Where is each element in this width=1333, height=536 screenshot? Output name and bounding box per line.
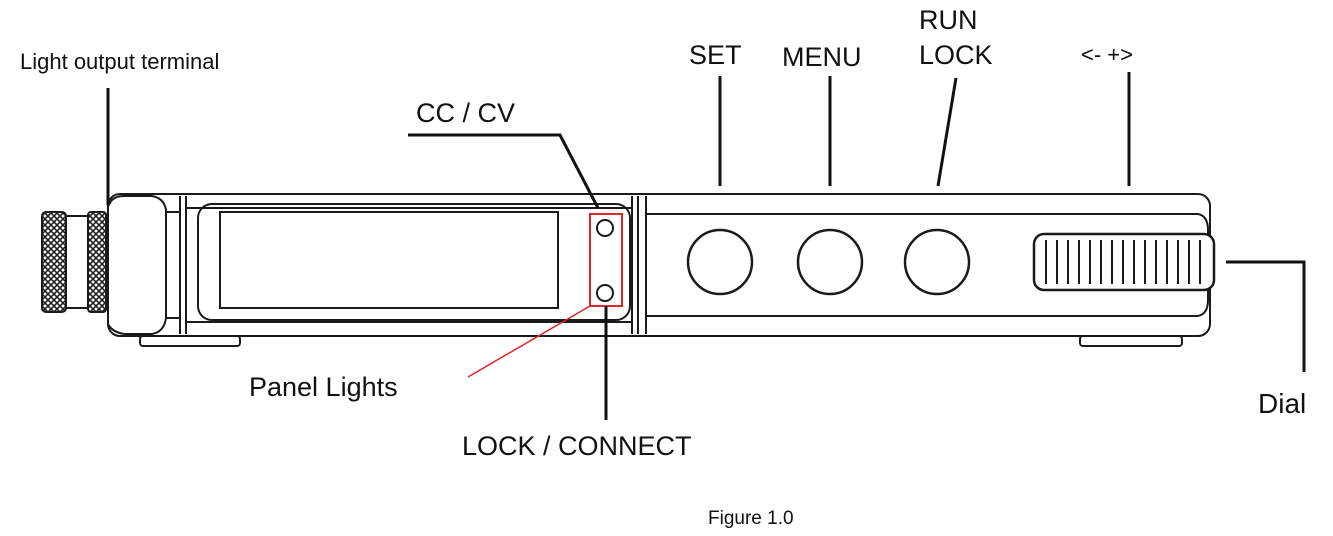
cc-cv-leader — [408, 133, 600, 209]
panel-lights-leader — [467, 305, 591, 378]
arrows-label: <- +> — [1081, 42, 1133, 67]
run-lock-button — [903, 228, 971, 296]
dial-leader — [1226, 260, 1306, 372]
lock-connect-light — [596, 284, 614, 302]
run-label: RUN — [919, 5, 978, 35]
terminal-connector — [41, 211, 107, 313]
set-button — [686, 228, 754, 296]
lock-connect-label: LOCK / CONNECT — [462, 431, 692, 461]
light-output-terminal-label: Light output terminal — [20, 49, 220, 74]
panel-lights-label: Panel Lights — [249, 372, 398, 402]
figure-caption: Figure 1.0 — [708, 508, 794, 529]
cc-cv-label: CC / CV — [416, 98, 516, 128]
run-lock-leader — [936, 77, 958, 187]
menu-label: MENU — [782, 42, 862, 72]
menu-button — [796, 228, 864, 296]
buttons — [686, 228, 971, 296]
lock-label: LOCK — [919, 40, 993, 70]
leader-lines — [106, 72, 1306, 420]
dial — [1032, 232, 1216, 292]
panel-lights — [589, 213, 623, 307]
dial-ridges — [1045, 240, 1201, 284]
dial-label: Dial — [1258, 388, 1307, 419]
set-label: SET — [689, 40, 742, 70]
cc-cv-light — [596, 219, 614, 237]
